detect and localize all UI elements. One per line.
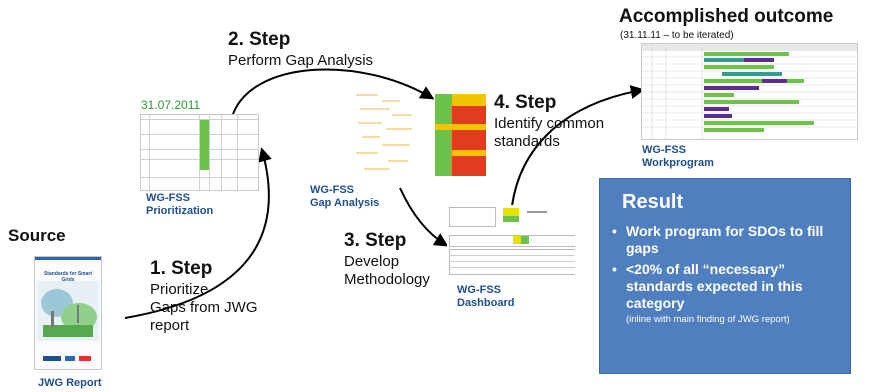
arrow-step2 bbox=[231, 68, 435, 118]
step1-title: 1. Step bbox=[150, 258, 213, 279]
arrow-step1 bbox=[124, 147, 272, 319]
bullet: • bbox=[612, 261, 617, 277]
step3-desc-line2: Methodology bbox=[344, 271, 430, 288]
prioritization-thumbnail bbox=[140, 114, 259, 191]
step4-desc-line2: standards bbox=[494, 133, 560, 150]
outcome-subtitle: (31.11.11 – to be iterated) bbox=[620, 30, 734, 41]
result-item: • Work program for SDOs to fill gaps bbox=[610, 223, 846, 257]
step3-desc-line1: Develop bbox=[344, 253, 400, 270]
workprogram-thumbnail bbox=[641, 43, 858, 140]
report-cover-title: Standards for Smart Grids bbox=[43, 271, 93, 283]
workprogram-label-line2: Workprogram bbox=[642, 157, 714, 169]
workprogram-label-line1: WG-FSS bbox=[642, 144, 686, 156]
result-item-text: <20% of all “necessary” standards expect… bbox=[626, 261, 803, 311]
step4-title: 4. Step bbox=[494, 92, 557, 113]
step3-title: 3. Step bbox=[344, 230, 407, 251]
dashboard-label: WG-FSS Dashboard bbox=[457, 284, 514, 310]
step2-title: 2. Step bbox=[228, 29, 291, 50]
result-item: • <20% of all “necessary” standards expe… bbox=[610, 261, 846, 312]
dashboard-label-line2: Dashboard bbox=[457, 297, 515, 309]
step2-desc: Perform Gap Analysis bbox=[228, 52, 374, 69]
prioritization-date: 31.07.2011 bbox=[141, 98, 201, 112]
step4-desc: Identify common standards bbox=[494, 115, 604, 151]
step1-desc-line3: report bbox=[150, 317, 190, 334]
report-cover-image bbox=[37, 281, 99, 341]
outcome-title: Accomplished outcome bbox=[619, 6, 834, 27]
workprogram-label: WG-FSS Workprogram bbox=[642, 144, 714, 170]
dashboard-thumbnail bbox=[447, 205, 575, 275]
result-note: (inline with main finding of JWG report) bbox=[626, 314, 790, 325]
jwg-report-caption: JWG Report bbox=[38, 377, 102, 389]
dashboard-label-line1: WG-FSS bbox=[457, 284, 501, 296]
gap-analysis-label: WG-FSS Gap Analysis bbox=[310, 184, 379, 210]
prioritization-label-line1: WG-FSS bbox=[146, 192, 190, 204]
step1-desc-line1: Prioritize bbox=[150, 281, 209, 298]
step1-desc-line2: Gaps from JWG bbox=[150, 299, 258, 316]
bullet: • bbox=[612, 223, 617, 239]
workprogram-gantt bbox=[642, 44, 857, 139]
gap-analysis-label-line1: WG-FSS bbox=[310, 184, 354, 196]
result-title: Result bbox=[622, 191, 684, 213]
gap-analysis-label-line2: Gap Analysis bbox=[310, 197, 380, 209]
prioritization-label: WG-FSS Prioritization bbox=[146, 192, 213, 218]
jwg-report-cover: Standards for Smart Grids bbox=[34, 256, 102, 370]
gap-analysis-thumbnail bbox=[356, 94, 486, 176]
result-item-text: Work program for SDOs to fill gaps bbox=[626, 223, 824, 256]
step4-desc-line1: Identify common bbox=[494, 115, 605, 132]
arrow-step3 bbox=[399, 187, 449, 247]
result-box: Result • Work program for SDOs to fill g… bbox=[599, 178, 851, 374]
source-title: Source bbox=[8, 226, 66, 245]
arrow-step4 bbox=[511, 85, 645, 207]
result-list: • Work program for SDOs to fill gaps • <… bbox=[610, 223, 846, 325]
prioritization-label-line2: Prioritization bbox=[146, 205, 214, 217]
step1-desc: Prioritize Gaps from JWG report bbox=[150, 281, 258, 335]
step3-desc: Develop Methodology bbox=[344, 253, 430, 289]
